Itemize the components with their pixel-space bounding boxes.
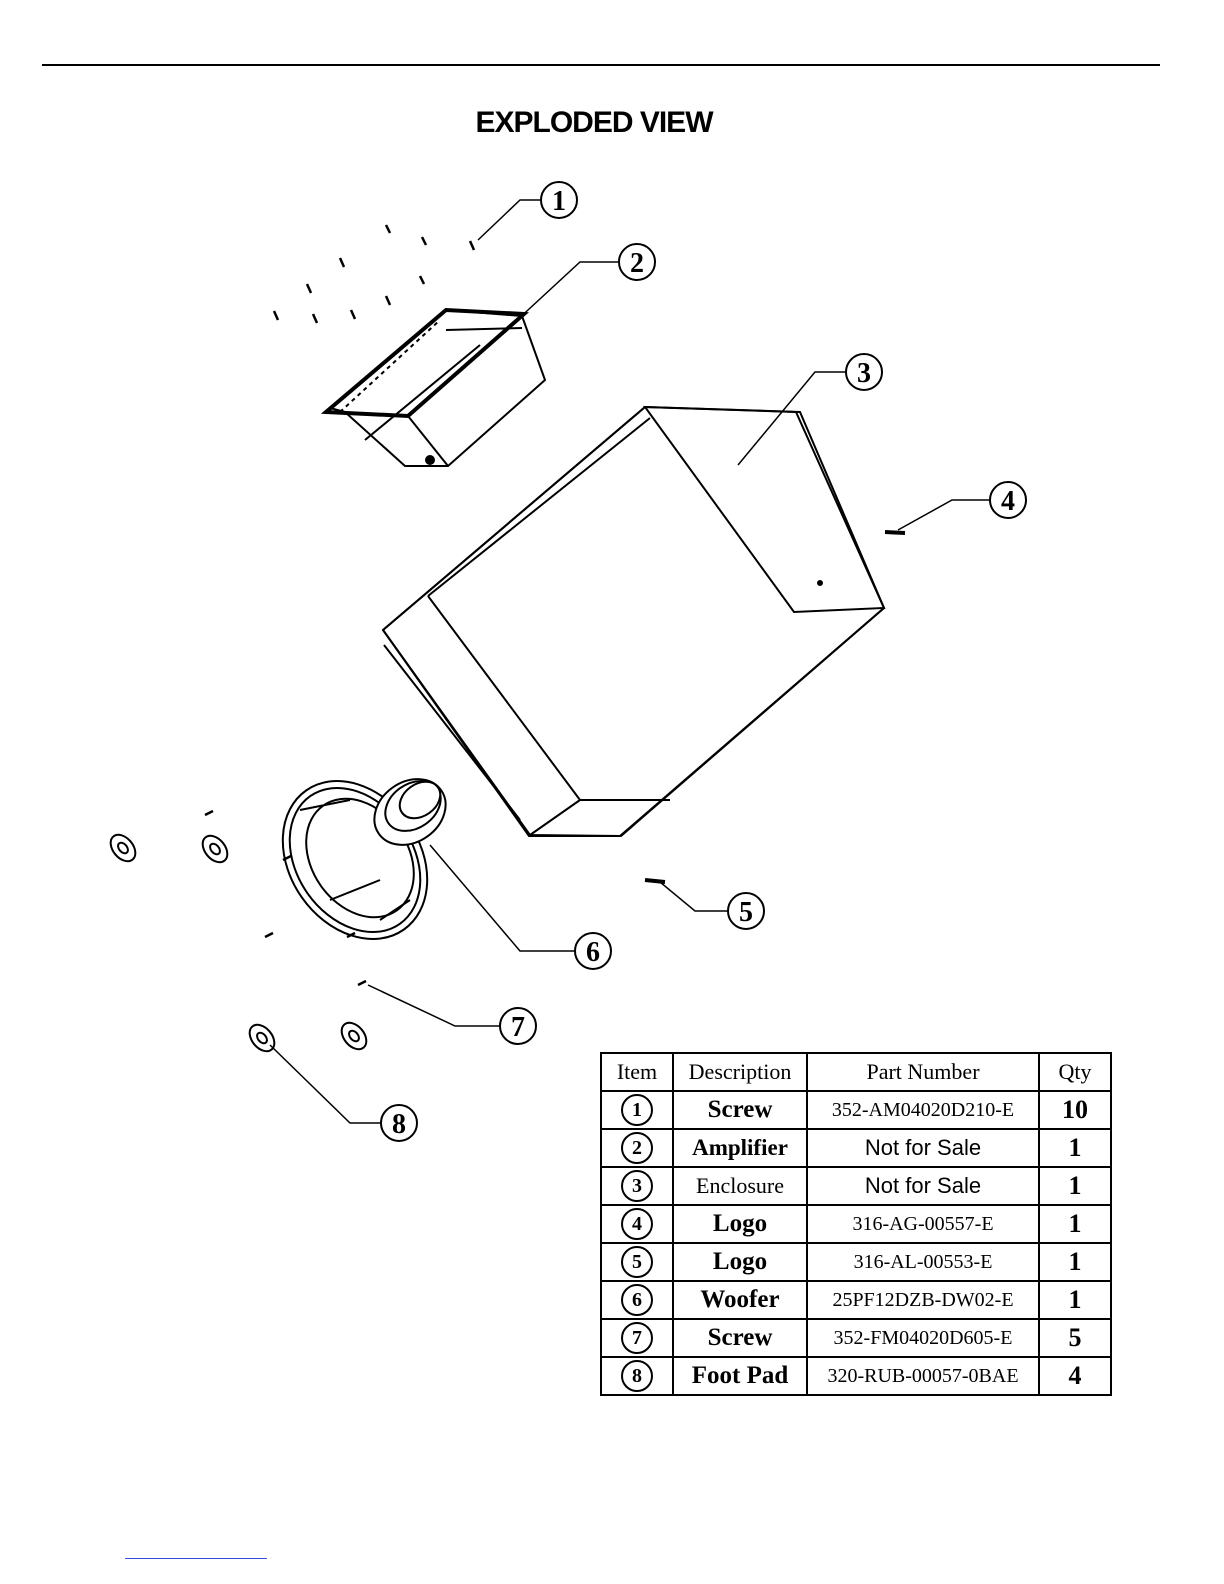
table-row: 8 Foot Pad 320-RUB-00057-0BAE 4: [601, 1357, 1111, 1395]
callout-3: 3: [846, 354, 882, 390]
item-description: Enclosure: [673, 1167, 807, 1205]
item-number: 8: [621, 1360, 653, 1392]
header-description: Description: [673, 1053, 807, 1091]
callout-8: 8: [381, 1105, 417, 1141]
item-description: Woofer: [673, 1281, 807, 1319]
header-part-number: Part Number: [807, 1053, 1039, 1091]
item-part-number: 316-AG-00557-E: [807, 1205, 1039, 1243]
parts-table: Item Description Part Number Qty 1 Screw…: [600, 1052, 1112, 1396]
callout-5: 5: [728, 893, 764, 929]
item-number: 7: [621, 1322, 653, 1354]
table-row: 2 Amplifier Not for Sale 1: [601, 1129, 1111, 1167]
item-description: Foot Pad: [673, 1357, 807, 1395]
table-row: 7 Screw 352-FM04020D605-E 5: [601, 1319, 1111, 1357]
item-qty: 4: [1039, 1357, 1111, 1395]
item-qty: 1: [1039, 1129, 1111, 1167]
svg-text:4: 4: [1001, 486, 1015, 517]
callout-7: 7: [500, 1008, 536, 1044]
header-item: Item: [601, 1053, 673, 1091]
footer-link-line: [125, 1558, 267, 1559]
callout-6: 6: [575, 933, 611, 969]
svg-text:3: 3: [857, 358, 871, 389]
svg-text:7: 7: [511, 1012, 525, 1043]
logo-part-4: [885, 532, 905, 533]
enclosure-part: [383, 407, 884, 836]
item-description: Logo: [673, 1243, 807, 1281]
table-row: 6 Woofer 25PF12DZB-DW02-E 1: [601, 1281, 1111, 1319]
item-part-number: 352-FM04020D605-E: [807, 1319, 1039, 1357]
item-qty: 1: [1039, 1243, 1111, 1281]
item-qty: 5: [1039, 1319, 1111, 1357]
item-description: Logo: [673, 1205, 807, 1243]
item-part-number: 352-AM04020D210-E: [807, 1091, 1039, 1129]
svg-text:8: 8: [392, 1109, 406, 1140]
item-description: Screw: [673, 1319, 807, 1357]
item-part-number: 316-AL-00553-E: [807, 1243, 1039, 1281]
item-qty: 1: [1039, 1281, 1111, 1319]
item-number: 1: [621, 1094, 653, 1126]
item-qty: 10: [1039, 1091, 1111, 1129]
item-part-number: Not for Sale: [807, 1129, 1039, 1167]
logo-part-5: [645, 880, 665, 882]
svg-text:6: 6: [586, 937, 600, 968]
item-qty: 1: [1039, 1205, 1111, 1243]
item-part-number: Not for Sale: [807, 1167, 1039, 1205]
svg-text:5: 5: [739, 897, 753, 928]
item-number: 5: [621, 1246, 653, 1278]
item-part-number: 320-RUB-00057-0BAE: [807, 1357, 1039, 1395]
item-number: 4: [621, 1208, 653, 1240]
callout-1: 1: [541, 182, 577, 218]
table-row: 4 Logo 316-AG-00557-E 1: [601, 1205, 1111, 1243]
item-number: 3: [621, 1170, 653, 1202]
callout-2: 2: [619, 244, 655, 280]
item-qty: 1: [1039, 1167, 1111, 1205]
amplifier-part: [326, 310, 545, 466]
table-row: 3 Enclosure Not for Sale 1: [601, 1167, 1111, 1205]
amplifier-screws: [274, 225, 474, 323]
header-qty: Qty: [1039, 1053, 1111, 1091]
item-description: Amplifier: [673, 1129, 807, 1167]
svg-text:1: 1: [552, 186, 566, 217]
item-number: 2: [621, 1132, 653, 1164]
item-description: Screw: [673, 1091, 807, 1129]
item-number: 6: [621, 1284, 653, 1316]
table-header-row: Item Description Part Number Qty: [601, 1053, 1111, 1091]
svg-text:2: 2: [630, 248, 644, 279]
callout-4: 4: [990, 482, 1026, 518]
table-row: 5 Logo 316-AL-00553-E 1: [601, 1243, 1111, 1281]
table-row: 1 Screw 352-AM04020D210-E 10: [601, 1091, 1111, 1129]
item-part-number: 25PF12DZB-DW02-E: [807, 1281, 1039, 1319]
